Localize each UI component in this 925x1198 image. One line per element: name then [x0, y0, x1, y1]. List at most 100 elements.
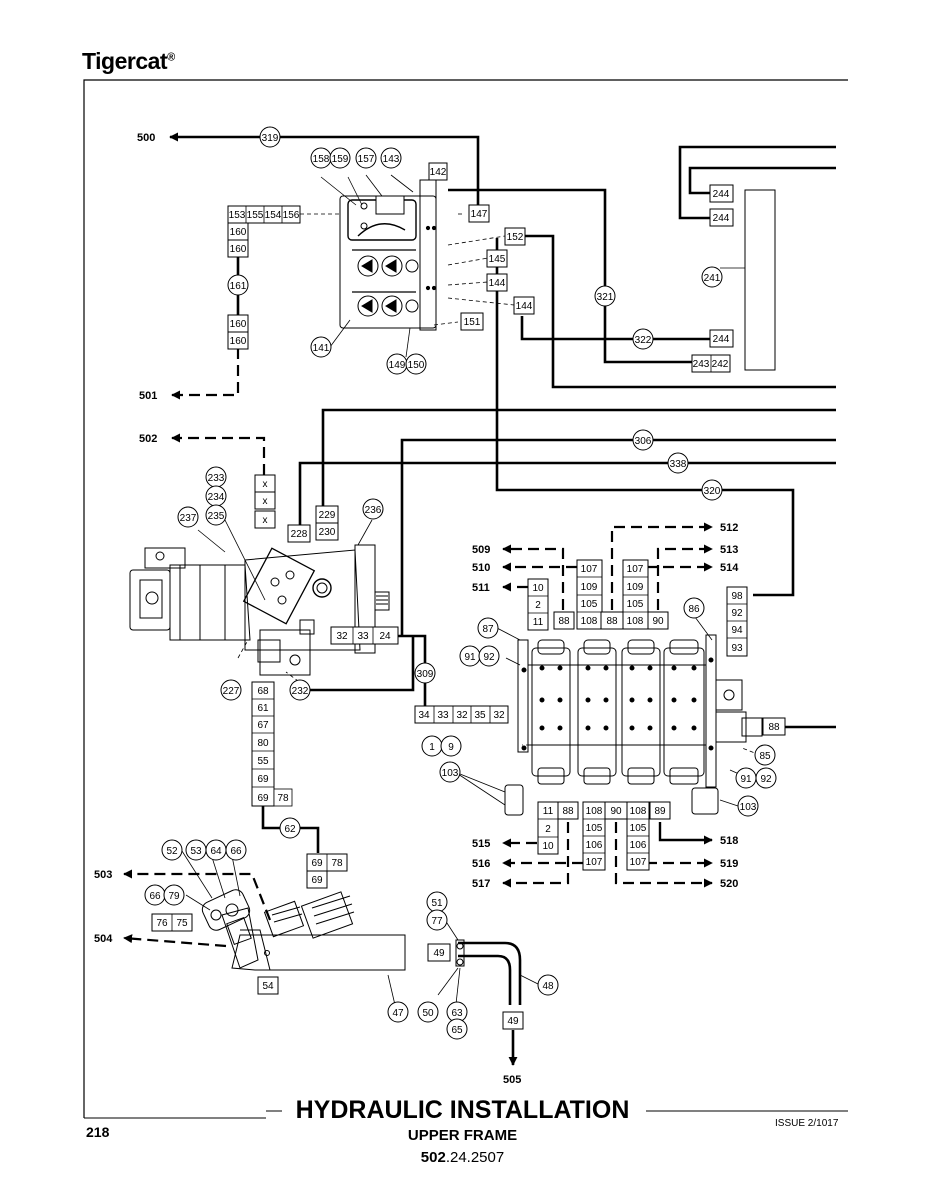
hose-338	[298, 461, 836, 525]
callout-label: 161	[230, 281, 247, 292]
part-box-label: 10	[542, 841, 554, 852]
part-box-label: 32	[493, 710, 505, 721]
hose-top-right-2	[688, 166, 836, 195]
part-box-label: 105	[627, 599, 644, 610]
hose-504	[123, 934, 227, 948]
arrow-label-504: 504	[94, 933, 113, 945]
callout-label: 87	[482, 624, 494, 635]
callout-label: 143	[383, 154, 400, 165]
arrow-label-501: 501	[139, 390, 157, 402]
part-box-label: 88	[558, 616, 570, 627]
part-box-label: 11	[533, 617, 544, 628]
part-box-label: 54	[262, 981, 274, 992]
document-number: 502.24.2507	[0, 1149, 925, 1166]
arrow-label-503: 503	[94, 869, 112, 881]
part-box-label: 89	[654, 806, 666, 817]
callout-label: 141	[313, 343, 330, 354]
callout-label: 65	[451, 1025, 463, 1036]
arrow-label-517: 517	[472, 878, 490, 890]
part-box-label: 108	[586, 806, 603, 817]
callout-label: 233	[208, 473, 225, 484]
hose-513	[656, 544, 713, 610]
leader-solid	[181, 174, 749, 1014]
document-number-suffix: .24.2507	[445, 1149, 505, 1166]
arrow-label-518: 518	[720, 835, 738, 847]
part-box-label: 142	[430, 167, 447, 178]
part-box-label: 160	[230, 227, 247, 238]
document-number-prefix: 502	[420, 1149, 446, 1166]
hose-152	[523, 234, 836, 389]
part-box-label: 152	[507, 232, 524, 243]
part-box-label: 107	[581, 564, 598, 575]
part-box-label: 10	[532, 583, 544, 594]
callout-label: 62	[284, 824, 296, 835]
part-box-label: 69	[311, 858, 323, 869]
part-box-label: 68	[257, 686, 269, 697]
part-box-label: 33	[437, 710, 449, 721]
hose-top-right-1	[678, 145, 836, 220]
part-box-label: 75	[176, 918, 188, 929]
part-box-label: 229	[319, 510, 336, 521]
part-box-label: 11	[543, 806, 554, 817]
callout-label: 1	[429, 742, 435, 753]
arrow-label-514: 514	[720, 562, 739, 574]
callout-label: 321	[597, 292, 614, 303]
part-box-label: 2	[545, 824, 551, 835]
part-box-label: 109	[627, 582, 644, 593]
part-box-label: x	[263, 496, 268, 507]
callout-label: 322	[635, 335, 652, 346]
hose-505	[458, 941, 522, 1005]
callout-label: 232	[292, 686, 309, 697]
arrow-label-515: 515	[472, 838, 490, 850]
callout-label: 91	[464, 652, 476, 663]
part-box-label: 230	[319, 527, 336, 538]
arrow-label-505: 505	[503, 1074, 521, 1086]
callout-label: 79	[168, 891, 180, 902]
part-box-label: 106	[630, 840, 647, 851]
part-box-label: 55	[257, 756, 269, 767]
part-box-label: 69	[257, 793, 269, 804]
part-box-label: 155	[247, 210, 264, 221]
callout-label: 77	[431, 916, 443, 927]
arrow-label-520: 520	[720, 878, 738, 890]
part-box-label: 98	[731, 591, 743, 602]
part-box-label: 88	[606, 616, 618, 627]
part-box-label: 90	[652, 616, 664, 627]
part-box-label: 154	[265, 210, 282, 221]
callout-label: 306	[635, 436, 652, 447]
arrow-label-512: 512	[720, 522, 738, 534]
part-box-label: 32	[456, 710, 468, 721]
brand-mark: ®	[167, 51, 175, 64]
circle-callouts: 319 321 322 306 338 320 309 161 62 48 15…	[144, 126, 777, 1040]
bottom-manifold	[201, 889, 465, 971]
callout-label: 51	[431, 898, 443, 909]
callout-label: 92	[483, 652, 495, 663]
callout-label: 91	[740, 774, 752, 785]
callout-label: 319	[262, 133, 279, 144]
part-box-label: 144	[516, 301, 533, 312]
dashed-hoses	[123, 348, 713, 948]
part-box-label: 33	[357, 631, 369, 642]
callout-label: 48	[542, 981, 554, 992]
part-box-label: 93	[731, 643, 743, 654]
hose-320	[495, 238, 795, 597]
hose-321	[448, 188, 692, 364]
pump-assembly	[129, 544, 390, 676]
callout-label: 66	[149, 891, 161, 902]
callout-label: 50	[422, 1008, 434, 1019]
part-box-label: 88	[562, 806, 574, 817]
part-box-label: 49	[507, 1016, 519, 1027]
hose-502	[171, 433, 266, 475]
callout-label: 53	[190, 846, 202, 857]
part-box-label: 242	[712, 359, 729, 370]
callout-label: 309	[417, 669, 434, 680]
page-frame	[83, 79, 848, 1118]
hose-322	[520, 316, 710, 341]
part-box-label: 2	[535, 600, 541, 611]
part-box-label: 94	[731, 625, 743, 636]
callout-label: 64	[210, 846, 222, 857]
part-box-label: 160	[230, 244, 247, 255]
arrow-label-509: 509	[472, 544, 490, 556]
valve-block-top	[339, 179, 437, 331]
